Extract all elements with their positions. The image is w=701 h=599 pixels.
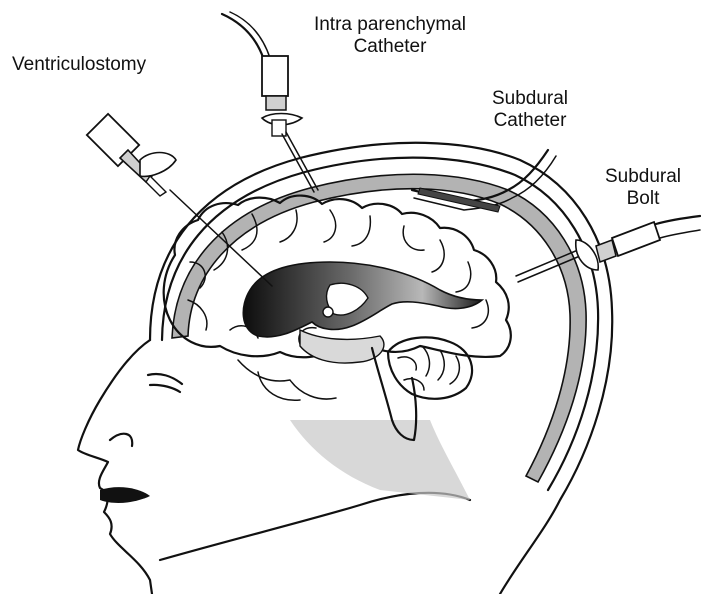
- eyelid: [150, 385, 180, 392]
- label-intraparenchymal-line1: Intra parenchymal: [292, 14, 488, 36]
- head-outline: [150, 143, 612, 594]
- eye-line: [148, 374, 182, 384]
- label-subdural-catheter: Subdural Catheter: [478, 88, 582, 132]
- nostril: [110, 434, 132, 446]
- label-ventriculostomy: Ventriculostomy: [12, 54, 146, 76]
- label-subdural-bolt: Subdural Bolt: [598, 166, 688, 210]
- mouth: [100, 487, 150, 503]
- label-subdural-bolt-line1: Subdural: [598, 166, 688, 188]
- interventricular-foramen: [323, 307, 333, 317]
- label-intraparenchymal-catheter: Intra parenchymal Catheter: [292, 14, 488, 58]
- label-subdural-catheter-line2: Catheter: [478, 110, 582, 132]
- temporal-lobe: [238, 360, 336, 400]
- label-subdural-bolt-line2: Bolt: [598, 188, 688, 210]
- neck-shade: [290, 420, 470, 500]
- face-profile: [78, 340, 152, 594]
- third-ventricle: [300, 330, 384, 363]
- jaw-line: [160, 493, 470, 560]
- label-subdural-catheter-line1: Subdural: [478, 88, 582, 110]
- label-intraparenchymal-line2: Catheter: [292, 36, 488, 58]
